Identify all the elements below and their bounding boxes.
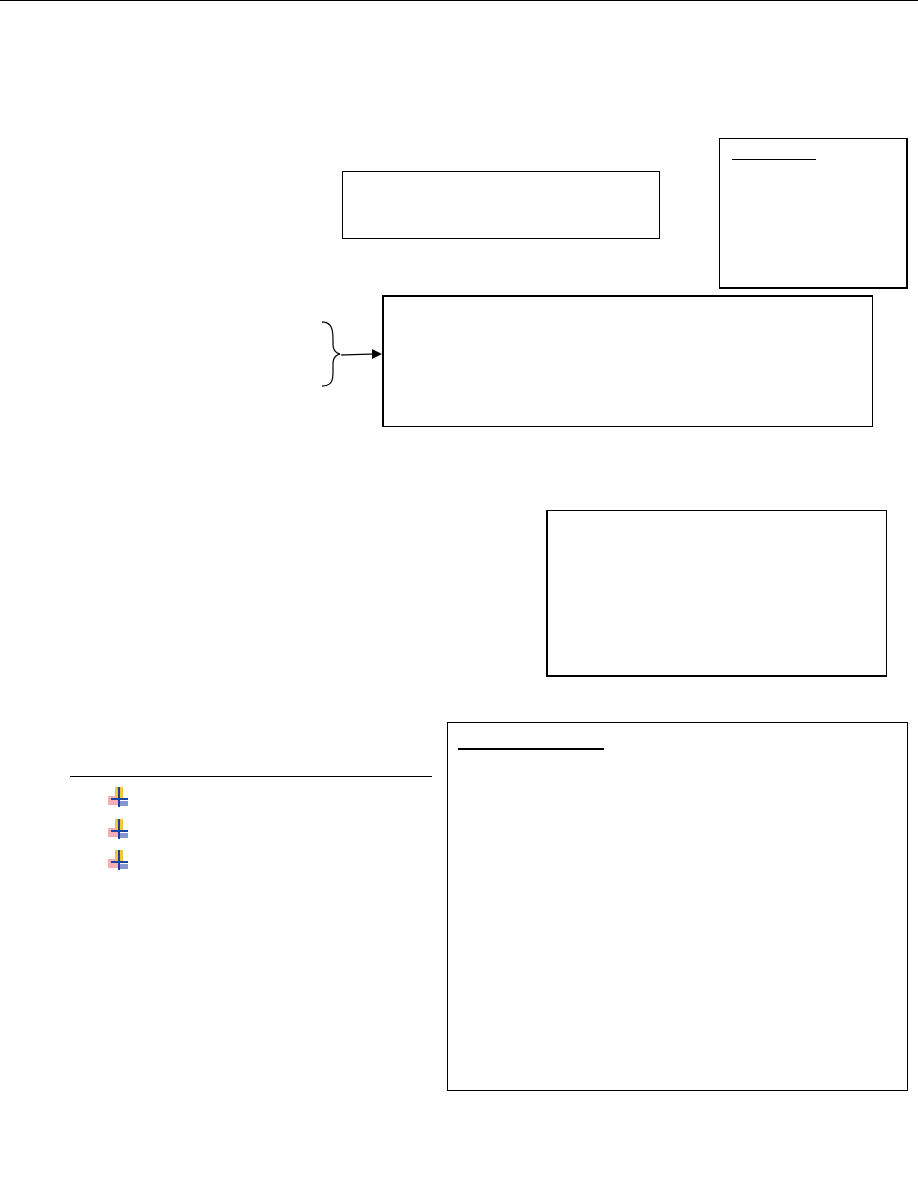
- bullet-cross-icon: [108, 786, 130, 808]
- mid-right-box: [546, 510, 887, 677]
- list-item: [108, 849, 144, 871]
- bottom-right-box-heading-underline: [458, 748, 604, 750]
- list-item: [108, 786, 144, 808]
- arrow-head: [372, 349, 382, 359]
- top-center-box: [342, 171, 660, 239]
- arrow-line: [340, 353, 375, 356]
- curly-brace: [321, 321, 341, 387]
- wide-middle-box: [382, 295, 873, 427]
- list-item: [108, 818, 144, 840]
- bullet-cross-icon: [108, 849, 130, 871]
- left-list-rule: [70, 776, 432, 777]
- page-top-rule: [0, 0, 918, 1]
- bullet-cross-icon: [108, 818, 130, 840]
- top-right-box-heading-underline: [732, 159, 816, 160]
- bottom-right-box: [447, 722, 908, 1091]
- top-right-box: [719, 138, 908, 289]
